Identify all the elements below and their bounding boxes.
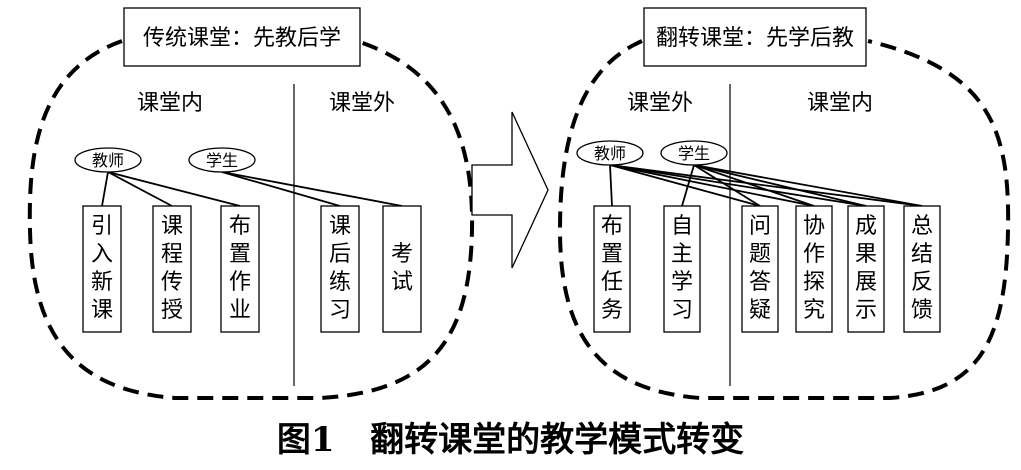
right-dashed-outline <box>557 39 1011 400</box>
svg-text:主: 主 <box>671 242 693 267</box>
transition-arrow <box>471 111 549 269</box>
svg-text:题: 题 <box>749 242 771 267</box>
svg-text:结: 结 <box>911 242 933 267</box>
svg-text:务: 务 <box>601 298 623 323</box>
svg-text:布: 布 <box>601 214 623 239</box>
svg-text:探: 探 <box>803 270 825 295</box>
svg-text:课: 课 <box>91 298 113 323</box>
left-box-2: 课 程 传 授 <box>152 205 192 333</box>
right-box-2: 自 主 学 习 <box>663 205 701 333</box>
svg-text:练: 练 <box>329 270 351 295</box>
right-box-5: 成 果 展 示 <box>847 205 885 333</box>
left-student-node <box>188 147 256 173</box>
svg-text:置: 置 <box>229 242 251 267</box>
right-box-4: 协 作 探 究 <box>795 205 833 333</box>
svg-text:展: 展 <box>855 270 877 295</box>
left-student-label: 学生 <box>206 151 238 170</box>
left-title-box <box>123 7 361 67</box>
svg-text:示: 示 <box>855 298 877 323</box>
svg-text:业: 业 <box>229 298 251 323</box>
svg-text:总: 总 <box>911 214 933 239</box>
right-section-inside-label: 课堂内 <box>807 91 873 116</box>
svg-text:成: 成 <box>855 214 877 239</box>
left-teacher-label: 教师 <box>92 151 124 170</box>
right-title: 翻转课堂：先学后教 <box>656 26 854 51</box>
svg-text:试: 试 <box>391 270 413 295</box>
svg-text:疑: 疑 <box>749 298 771 323</box>
left-section-outside-label: 课堂外 <box>329 91 395 116</box>
right-student-label: 学生 <box>678 144 710 163</box>
figure-title: 翻转课堂的教学模式转变 <box>370 420 745 460</box>
svg-text:授: 授 <box>161 298 183 323</box>
left-box-4: 课 后 练 习 <box>320 205 360 333</box>
svg-text:馈: 馈 <box>911 298 933 323</box>
svg-text:作: 作 <box>229 270 251 295</box>
left-teacher-node <box>74 147 142 173</box>
svg-text:究: 究 <box>803 298 825 323</box>
svg-text:传: 传 <box>161 270 183 295</box>
right-box-1: 布 置 任 务 <box>593 205 631 333</box>
figure-label: 图1 <box>276 420 335 460</box>
right-section-outside-label: 课堂外 <box>627 91 693 116</box>
svg-text:自: 自 <box>671 214 693 239</box>
svg-text:反: 反 <box>911 270 933 295</box>
left-panel: 传统课堂：先教后学 课堂内 课堂外 教师 学生 引 入 新 课 课 程 传 <box>27 7 475 400</box>
svg-text:习: 习 <box>329 298 351 323</box>
left-box-3: 布 置 作 业 <box>220 205 260 333</box>
svg-text:考: 考 <box>391 242 413 267</box>
svg-text:任: 任 <box>601 270 623 295</box>
svg-text:引: 引 <box>91 214 113 239</box>
svg-text:程: 程 <box>161 242 183 267</box>
svg-text:果: 果 <box>855 242 877 267</box>
left-box-5: 考 试 <box>382 205 422 333</box>
left-dashed-outline <box>27 39 475 400</box>
right-teacher-label: 教师 <box>594 144 626 163</box>
right-student-node <box>660 140 728 166</box>
right-title-box <box>643 7 867 67</box>
svg-text:学: 学 <box>671 270 693 295</box>
svg-text:入: 入 <box>91 242 113 267</box>
svg-text:布: 布 <box>229 214 251 239</box>
right-box-6: 总 结 反 馈 <box>903 205 941 333</box>
left-box-1: 引 入 新 课 <box>82 205 122 333</box>
svg-text:课: 课 <box>161 214 183 239</box>
svg-text:置: 置 <box>601 242 623 267</box>
right-box-3: 问 题 答 疑 <box>741 205 779 333</box>
left-connectors <box>101 171 403 207</box>
svg-text:新: 新 <box>91 270 113 295</box>
right-panel: 翻转课堂：先学后教 课堂外 课堂内 教师 学生 布 置 任 务 <box>557 7 1011 400</box>
right-teacher-node <box>576 140 644 166</box>
svg-text:习: 习 <box>671 298 693 323</box>
figure-caption: 图1 翻转课堂的教学模式转变 <box>0 420 1021 460</box>
flipped-classroom-diagram: .outline { fill: none; stroke: #000; str… <box>27 7 1011 400</box>
svg-text:作: 作 <box>803 242 825 267</box>
svg-text:答: 答 <box>749 270 771 295</box>
svg-text:问: 问 <box>749 214 771 239</box>
svg-text:协: 协 <box>803 214 825 239</box>
left-title: 传统课堂：先教后学 <box>143 26 341 51</box>
svg-text:后: 后 <box>329 242 351 267</box>
svg-text:课: 课 <box>329 214 351 239</box>
right-connectors <box>609 164 923 207</box>
left-section-inside-label: 课堂内 <box>137 91 203 116</box>
